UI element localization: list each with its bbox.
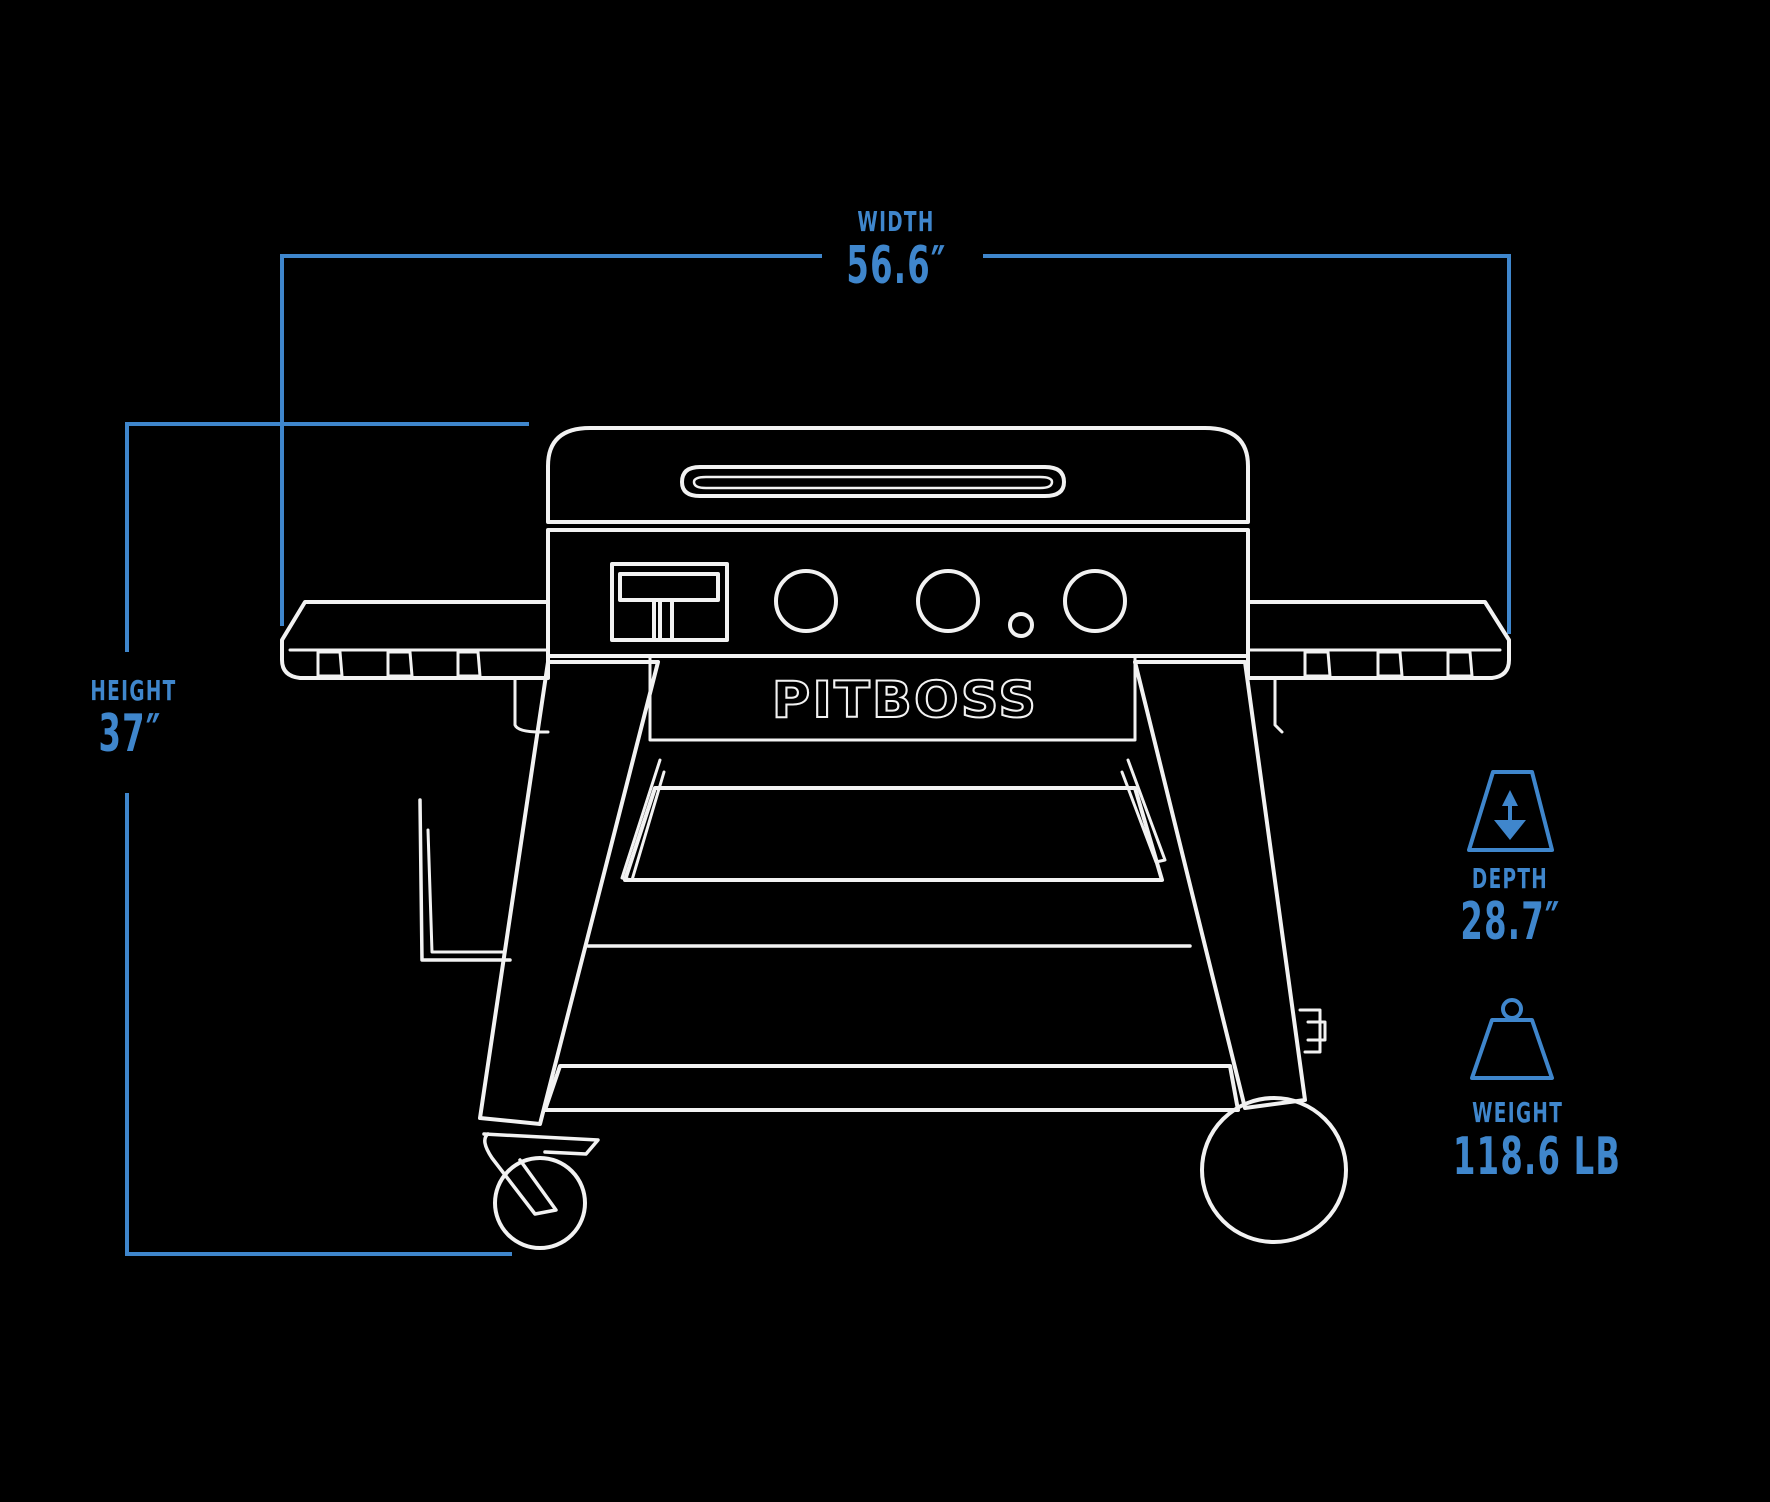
right-side-shelf <box>1246 600 1511 680</box>
ignition-switch <box>610 562 729 642</box>
weight-icon <box>1470 998 1554 1080</box>
right-wheel <box>1200 1096 1348 1244</box>
right-front-leg <box>1133 660 1307 1110</box>
weight-value: 118.6 LB <box>1453 1127 1622 1187</box>
griddle-lid <box>546 426 1250 524</box>
width-value: 56.6″ <box>846 236 947 296</box>
left-caster-wheel <box>482 1132 600 1250</box>
weight-label: WEIGHT <box>1472 1096 1564 1129</box>
propane-tank-holder <box>418 798 512 962</box>
width-label: WIDTH <box>857 205 935 238</box>
bottom-shelf <box>543 1064 1240 1112</box>
left-side-shelf <box>280 600 550 680</box>
depth-value: 28.7″ <box>1460 892 1561 952</box>
burner-knob-3 <box>1063 569 1127 633</box>
width-dimension-line-left <box>280 254 822 626</box>
burner-knob-2 <box>916 569 980 633</box>
indicator-light <box>1008 612 1034 638</box>
height-value: 37″ <box>98 704 162 764</box>
lid-handle <box>680 465 1066 498</box>
middle-shelf <box>623 786 1164 882</box>
depth-label: DEPTH <box>1471 862 1549 895</box>
height-dimension-line-top <box>125 422 529 652</box>
height-label: HEIGHT <box>90 674 177 707</box>
height-dimension-line-bottom <box>125 793 512 1256</box>
burner-knob-1 <box>774 569 838 633</box>
pit-boss-logo: PITBOSS <box>771 671 1039 729</box>
dimension-lines <box>125 254 1511 1256</box>
depth-arrow-icon <box>1467 770 1554 852</box>
left-front-leg <box>478 660 660 1126</box>
width-dimension-line-right <box>983 254 1511 634</box>
